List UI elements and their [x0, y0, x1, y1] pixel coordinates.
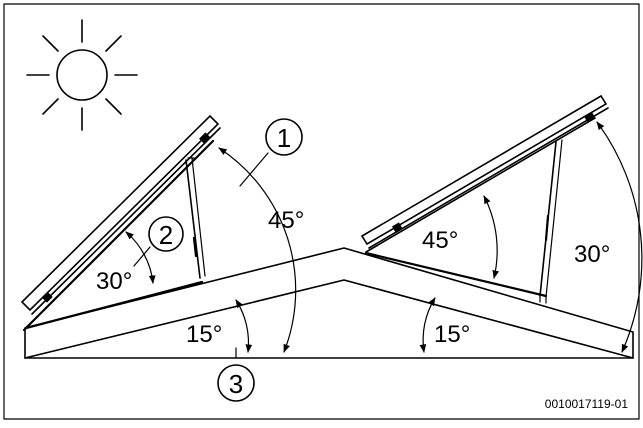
angle-right-inner: 45°	[422, 227, 458, 254]
right-collector	[360, 94, 609, 304]
document-code: 0010017119-01	[545, 397, 629, 411]
callout-3-label: 3	[229, 369, 243, 399]
arc-right-outer	[596, 121, 643, 353]
angle-right-outer: 30°	[574, 241, 610, 268]
angle-left-roof: 15°	[186, 321, 222, 348]
callout-2	[148, 216, 184, 252]
left-collector	[20, 114, 221, 332]
arc-right-inner	[483, 195, 499, 279]
roof	[24, 247, 634, 359]
sun-icon	[26, 19, 138, 131]
angle-right-roof: 15°	[434, 321, 470, 348]
arc-left-outer	[218, 147, 297, 353]
frame-border	[3, 3, 640, 420]
arc-left-roof	[235, 299, 253, 353]
callout-3	[217, 364, 255, 402]
angle-left-inner: 30°	[96, 268, 132, 295]
callout-1	[265, 118, 303, 156]
callout-2-leader	[133, 246, 151, 267]
callout-1-leader	[239, 152, 269, 187]
angle-left-outer: 45°	[268, 207, 304, 234]
arc-right-roof	[419, 297, 436, 353]
callout-1-label: 1	[277, 123, 291, 153]
callout-2-label: 2	[159, 220, 173, 250]
arc-left-inner	[125, 231, 156, 284]
